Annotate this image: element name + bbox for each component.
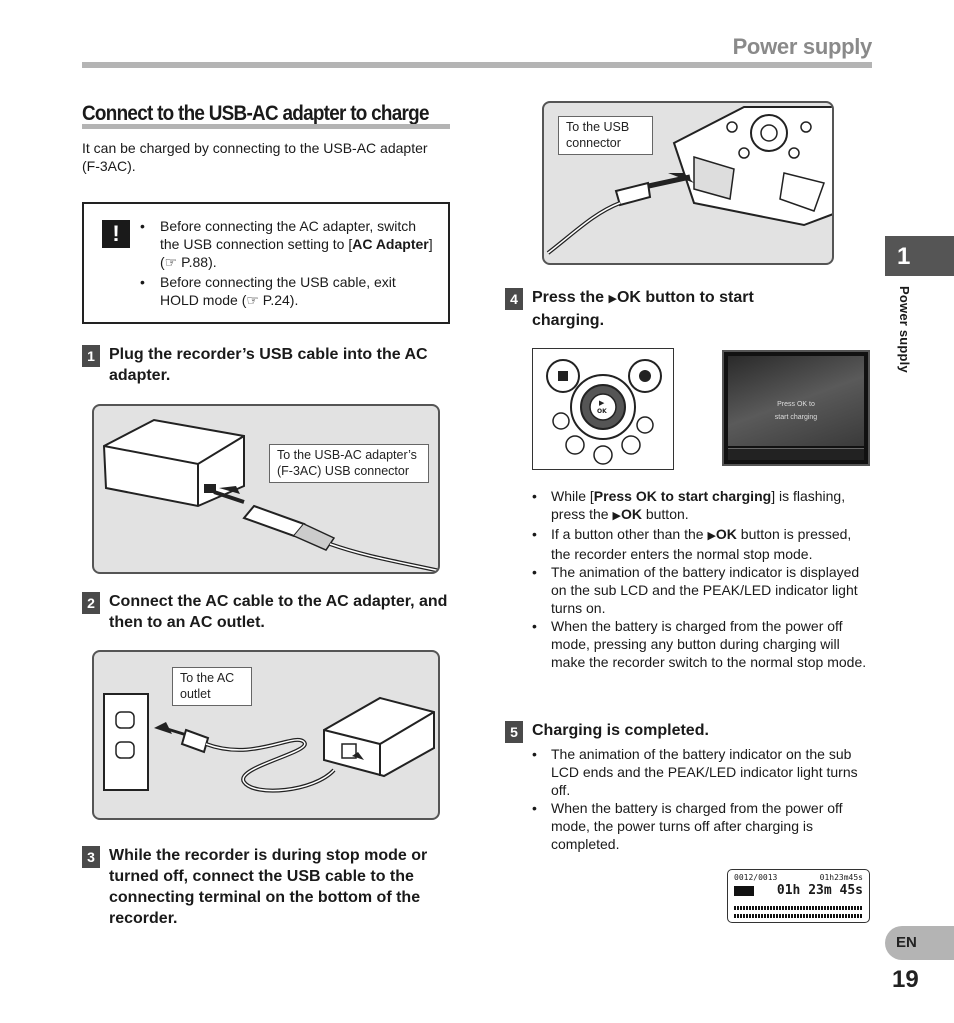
recorder-buttons-illustration: ▶ OK: [532, 348, 674, 470]
svg-text:OK: OK: [597, 408, 607, 415]
lcd-elapsed-time: 01h 23m 45s: [776, 883, 863, 898]
step-number: 5: [505, 721, 523, 743]
page-header-title: Power supply: [732, 34, 873, 59]
usb-connector-illustration: To the USB connector: [542, 101, 834, 265]
level-meter-right: [734, 914, 863, 918]
play-icon: ▶: [608, 293, 617, 305]
caution-item: Before connecting the AC adapter, switch…: [138, 217, 438, 271]
recorder-buttons-drawing: ▶ OK: [546, 359, 662, 465]
adapter-drawing: [102, 418, 438, 572]
caution-box: ! Before connecting the AC adapter, swit…: [82, 202, 450, 324]
ac-outlet-drawing: [103, 693, 435, 793]
step-text: Connect the AC cable to the AC adapter, …: [109, 593, 448, 631]
section-rule: [82, 124, 450, 129]
lcd-file-number: 0012/0013: [734, 873, 778, 882]
recorder-bottom-drawing: [546, 106, 832, 255]
callout-usb-ac: To the USB-AC adapter’s (F-3AC) USB conn…: [269, 444, 429, 483]
svg-text:▶: ▶: [599, 399, 605, 407]
note-item: If a button other than the ▶OK button is…: [531, 525, 873, 563]
intro-text: It can be charged by connecting to the U…: [82, 140, 428, 174]
screen-message: Press OK to start charging: [774, 401, 818, 421]
step-number: 1: [82, 345, 100, 367]
step-text: Press the ▶OK button to start charging.: [532, 289, 754, 329]
chapter-title-vertical: Power supply: [897, 286, 912, 373]
stop-icon: [734, 886, 754, 896]
note-item: When the battery is charged from the pow…: [531, 617, 873, 671]
section-title: Connect to the USB-AC adapter to charge: [82, 102, 430, 125]
step-4-notes: While [Press OK to start charging] is fl…: [531, 487, 873, 671]
caution-list: Before connecting the AC adapter, switch…: [138, 217, 438, 311]
chapter-tab: 1: [885, 236, 954, 276]
note-item: The animation of the battery indicator i…: [531, 563, 873, 617]
usb-adapter-illustration: To the USB-AC adapter’s (F-3AC) USB conn…: [92, 404, 440, 574]
step-number: 3: [82, 846, 100, 868]
callout-usb-connector: To the USB connector: [558, 116, 653, 155]
caution-item: Before connecting the USB cable, exit HO…: [138, 273, 438, 309]
note-item: While [Press OK to start charging] is fl…: [531, 487, 873, 525]
caution-icon: !: [102, 220, 130, 248]
level-meter-left: [734, 906, 863, 910]
page-number: 19: [892, 966, 919, 993]
step-text: While the recorder is during stop mode o…: [109, 847, 428, 927]
header-rule: [82, 62, 872, 68]
step-number: 2: [82, 592, 100, 614]
step-text: Plug the recorder’s USB cable into the A…: [109, 346, 428, 384]
step-text: Charging is completed.: [532, 722, 709, 739]
display-screen: Press OK to start charging: [722, 350, 870, 466]
note-item: When the battery is charged from the pow…: [531, 799, 873, 853]
callout-ac-outlet: To the AC outlet: [172, 667, 252, 706]
note-item: The animation of the battery indicator o…: [531, 745, 873, 799]
step-5-notes: The animation of the battery indicator o…: [531, 745, 873, 853]
screen-status-bar: [728, 448, 864, 460]
sub-lcd-display: 0012/0013 01h23m45s 01h 23m 45s: [727, 869, 870, 923]
step-number: 4: [505, 288, 523, 310]
screen-background: [728, 356, 864, 446]
language-tab: EN: [885, 926, 954, 960]
lcd-total-time: 01h23m45s: [819, 873, 863, 882]
ac-outlet-illustration: To the AC outlet: [92, 650, 440, 820]
